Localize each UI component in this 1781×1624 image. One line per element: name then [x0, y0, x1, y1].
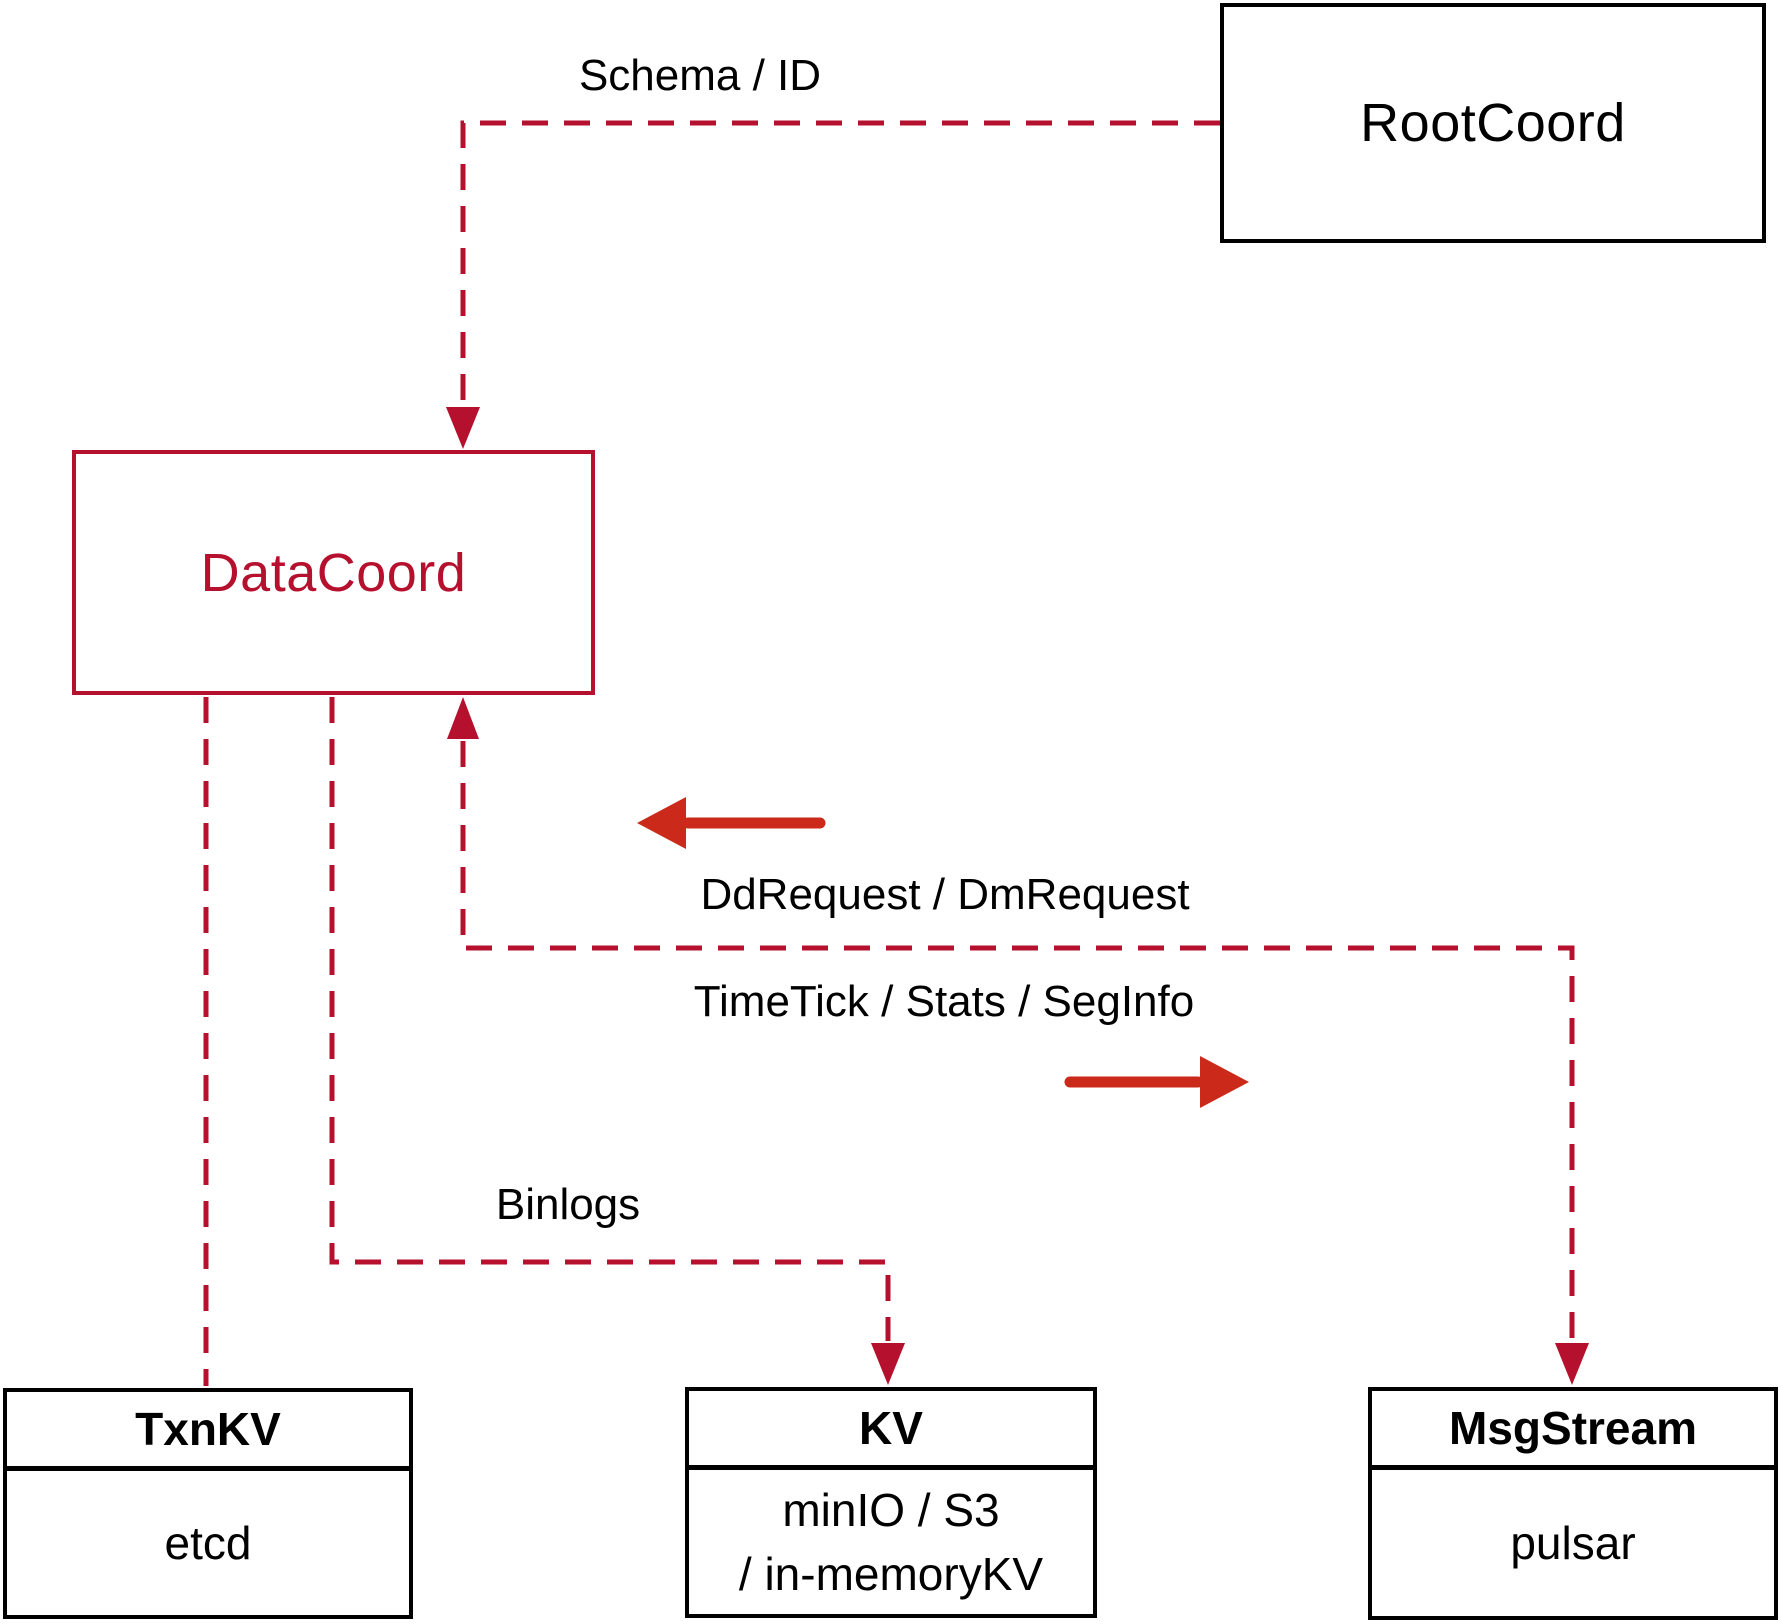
node-txnkv: TxnKV etcd	[3, 1388, 413, 1619]
edge-schema-id	[446, 120, 1220, 449]
node-kv-title: KV	[689, 1391, 1093, 1470]
right-arrow-icon	[1200, 1056, 1249, 1108]
binlogs-line	[329, 697, 891, 1341]
node-kv: KV minIO / S3 / in-memoryKV	[685, 1387, 1097, 1618]
node-rootcoord-label: RootCoord	[1360, 93, 1626, 153]
schema-id-line	[460, 120, 1220, 404]
edge-label-timetick-stats-seginfo: TimeTick / Stats / SegInfo	[693, 977, 1195, 1026]
node-rootcoord: RootCoord	[1220, 3, 1766, 243]
arrowhead-into-datacoord-bottom-icon	[447, 697, 479, 739]
node-msgstream-subtitle: pulsar	[1510, 1517, 1636, 1569]
arrowhead-into-msgstream-icon	[1555, 1343, 1589, 1385]
node-kv-subtitle-line2: / in-memoryKV	[738, 1548, 1044, 1600]
node-msgstream-title: MsgStream	[1372, 1391, 1774, 1470]
direction-arrow-left	[637, 797, 826, 849]
arrowhead-into-kv-icon	[871, 1343, 905, 1385]
edge-label-dd-dm-request: DdRequest / DmRequest	[700, 870, 1190, 919]
node-txnkv-subtitle: etcd	[164, 1517, 252, 1569]
node-kv-subtitle-line1: minIO / S3	[782, 1484, 1000, 1536]
edge-binlogs	[329, 697, 905, 1385]
edge-label-schema-id: Schema / ID	[578, 51, 822, 100]
node-txnkv-title: TxnKV	[7, 1392, 409, 1471]
node-datacoord-label: DataCoord	[200, 542, 467, 603]
left-arrow-icon	[637, 797, 686, 849]
arrowhead-into-datacoord-top-icon	[446, 407, 480, 449]
node-msgstream: MsgStream pulsar	[1368, 1387, 1778, 1620]
node-datacoord: DataCoord	[72, 450, 595, 695]
edge-datacoord-msgstream	[447, 697, 1589, 1385]
edge-label-binlogs: Binlogs	[495, 1180, 641, 1229]
direction-arrow-right	[1064, 1056, 1249, 1108]
datacoord-msgstream-line	[460, 741, 1575, 1341]
